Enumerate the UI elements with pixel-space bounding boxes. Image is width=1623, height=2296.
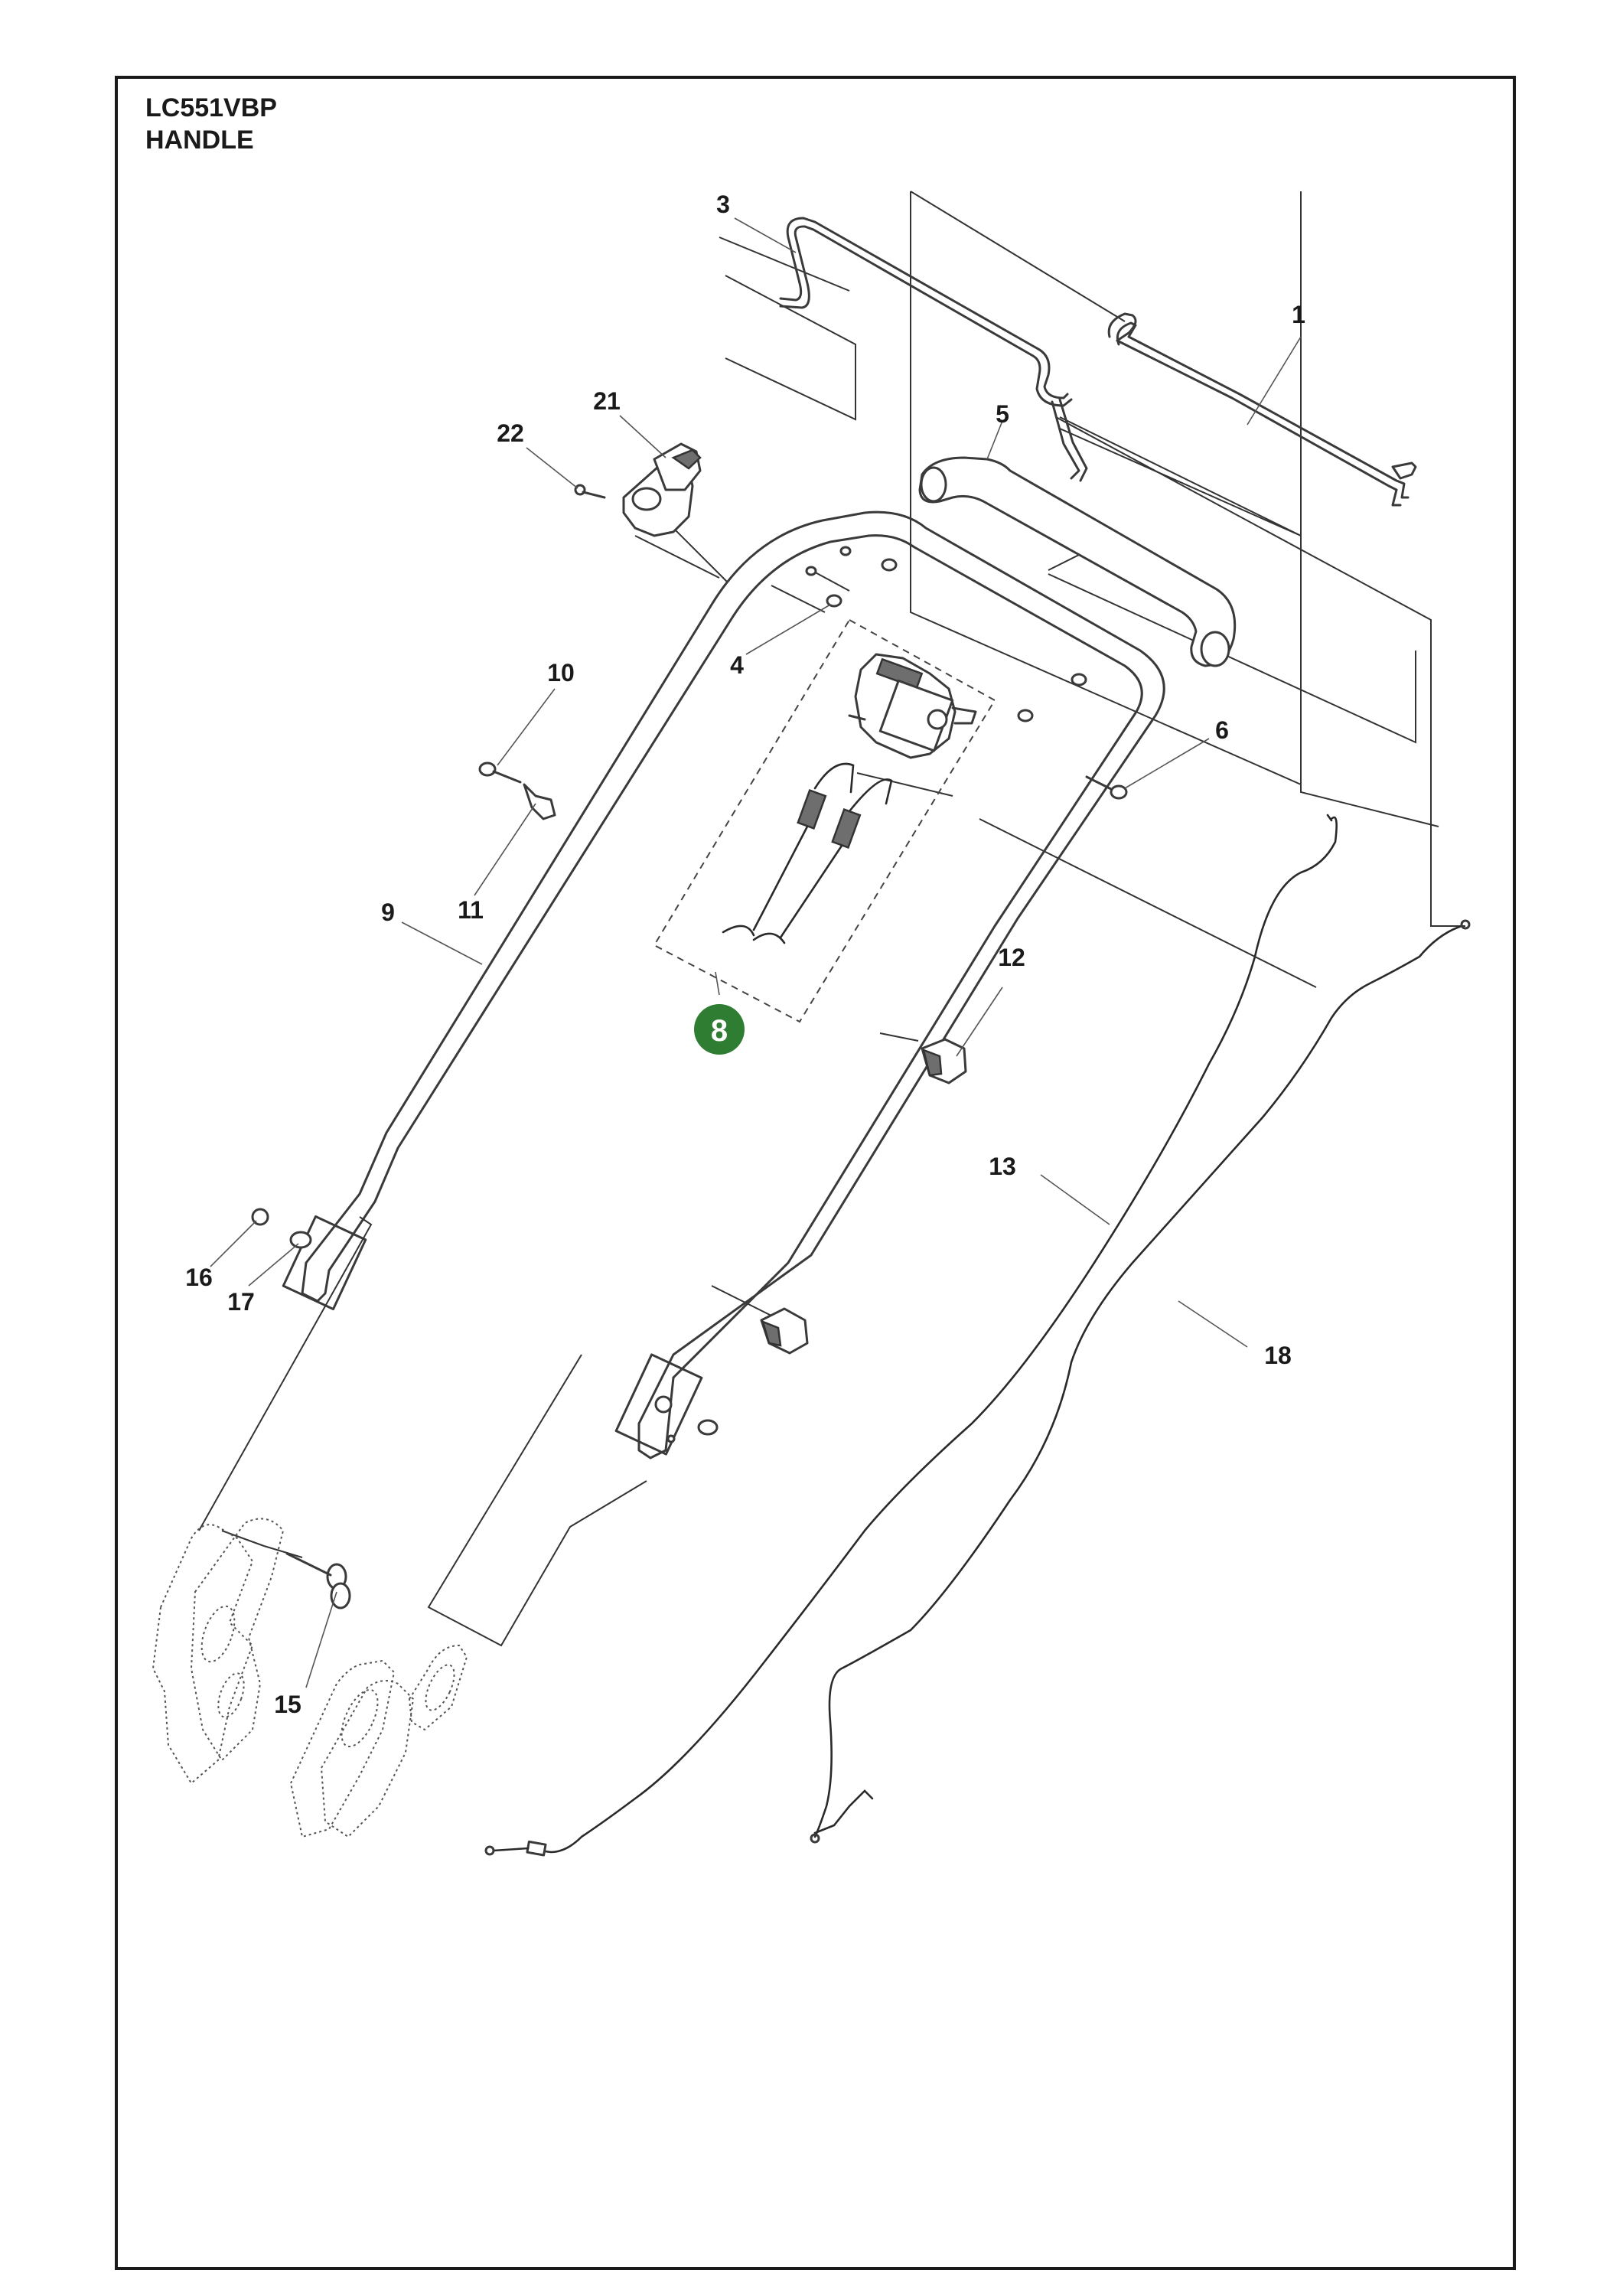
- callout-8: 8: [711, 1014, 728, 1048]
- callout-4: 4: [730, 651, 744, 679]
- leader-lines: [210, 217, 1302, 1688]
- hardware: [251, 546, 1128, 1609]
- callout-9: 9: [381, 899, 395, 926]
- callout-10: 10: [547, 659, 575, 687]
- title-block: LC551VBP HANDLE: [145, 92, 277, 156]
- part-21-switch-housing: [574, 442, 702, 537]
- callouts: 1 3 4 5 6 8 9 10 11 12 13 15 16 17 18 21…: [185, 191, 1305, 1718]
- callout-17: 17: [227, 1288, 255, 1316]
- model-label: LC551VBP: [145, 93, 277, 122]
- callout-13: 13: [989, 1153, 1016, 1180]
- handle-tube: [282, 510, 1165, 1459]
- callout-11: 11: [458, 896, 484, 924]
- projection-lines: [634, 191, 1465, 1317]
- lower-brackets: [152, 1518, 468, 1838]
- section-label: HANDLE: [145, 126, 254, 155]
- callout-22: 22: [497, 419, 524, 447]
- part-3-rod: [779, 217, 1088, 482]
- callout-3: 3: [716, 191, 730, 218]
- part-5-grip: [918, 456, 1237, 667]
- callout-6: 6: [1215, 716, 1229, 744]
- lower-mount-planes: [198, 1216, 647, 1647]
- callout-8-badge: [694, 1004, 745, 1055]
- callout-21: 21: [593, 387, 621, 415]
- callout-15: 15: [274, 1691, 301, 1718]
- callout-12: 12: [998, 944, 1025, 971]
- callout-16: 16: [185, 1264, 213, 1291]
- part-8-control-assembly: [653, 618, 996, 1023]
- callout-1: 1: [1292, 301, 1305, 328]
- callout-18: 18: [1264, 1342, 1292, 1369]
- part-1-rod: [1107, 312, 1417, 507]
- callout-5: 5: [996, 400, 1009, 428]
- cables: [484, 814, 1471, 1857]
- page-frame: [115, 76, 1516, 2270]
